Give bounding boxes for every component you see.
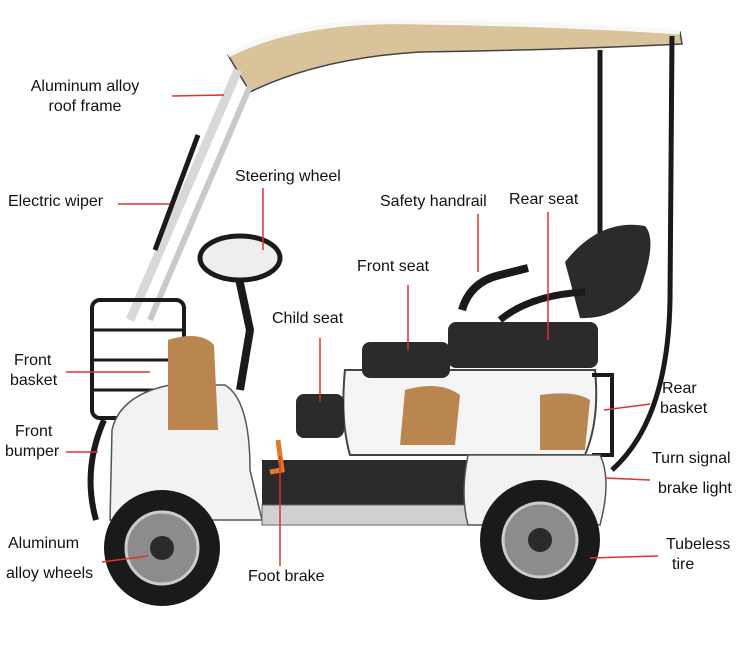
label-front-basket-line2: basket [10, 372, 58, 389]
label-safety-handrail: Safety handrail [380, 193, 487, 210]
leader-turn-signal [604, 477, 651, 481]
leader-lines [66, 94, 659, 566]
front-roof-pole-inner [147, 84, 253, 322]
label-steering-wheel: Steering wheel [235, 168, 341, 185]
front-seat-shape [362, 342, 450, 378]
label-electric-wiper: Electric wiper [8, 193, 104, 210]
label-tubeless-tire-line1: Tubeless [666, 536, 731, 553]
seat-box-accent [400, 386, 460, 445]
label-front-bumper-line2: bumper [5, 443, 60, 460]
handrail-shape [458, 264, 529, 312]
leader-aluminum-wheels [101, 555, 149, 563]
leader-rear-basket [603, 403, 651, 411]
label-turn-signal-line2: brake light [658, 480, 732, 497]
label-roof-frame: Aluminum alloy roof frame [20, 77, 150, 117]
label-rear-basket: Rear basket [660, 379, 707, 419]
rear-backrest [565, 224, 651, 319]
label-aluminum-wheels-line1: Aluminum [8, 535, 80, 552]
front-roof-pole [125, 68, 243, 322]
rear-roof-pole-2 [610, 35, 675, 472]
leader-roof-frame [171, 94, 225, 97]
front-body [109, 384, 263, 521]
steering-wheel-shape [197, 233, 283, 283]
label-front-basket-line1: Front [14, 352, 52, 369]
label-rear-seat: Rear seat [509, 191, 579, 208]
wiper-arm [152, 134, 201, 251]
canopy-edge [226, 19, 681, 58]
label-turn-signal: Turn signal brake light [652, 449, 732, 499]
label-front-bumper-line1: Front [15, 423, 53, 440]
label-roof-frame-line2: roof frame [48, 98, 122, 115]
front-bumper-shape [87, 418, 107, 521]
label-front-bumper: Front bumper [5, 422, 59, 462]
leader-tubeless-tire [589, 555, 659, 559]
label-child-seat: Child seat [272, 310, 344, 327]
label-aluminum-wheels-line2: alloy wheels [6, 565, 94, 582]
floor-deck [262, 460, 470, 505]
label-roof-frame-line1: Aluminum alloy [30, 78, 140, 95]
front-body-accent [168, 336, 218, 430]
child-seat-shape [296, 394, 344, 438]
label-rear-basket-line1: Rear [662, 380, 697, 397]
label-aluminum-wheels: Aluminum alloy wheels [6, 534, 93, 584]
label-tubeless-tire-line2: tire [672, 556, 695, 573]
seat-box-accent-2 [540, 393, 590, 450]
foot-brake-pedal [269, 439, 285, 475]
label-turn-signal-line1: Turn signal [652, 450, 731, 467]
label-rear-basket-line2: basket [660, 400, 708, 417]
side-step [261, 504, 473, 526]
rear-basket-shape [592, 373, 614, 457]
label-tubeless-tire: Tubeless tire [666, 535, 730, 575]
steering-column [231, 259, 255, 391]
label-foot-brake: Foot brake [248, 568, 325, 585]
label-front-seat: Front seat [357, 258, 430, 275]
label-front-basket: Front basket [10, 351, 57, 391]
rear-seat-shape [448, 322, 598, 368]
